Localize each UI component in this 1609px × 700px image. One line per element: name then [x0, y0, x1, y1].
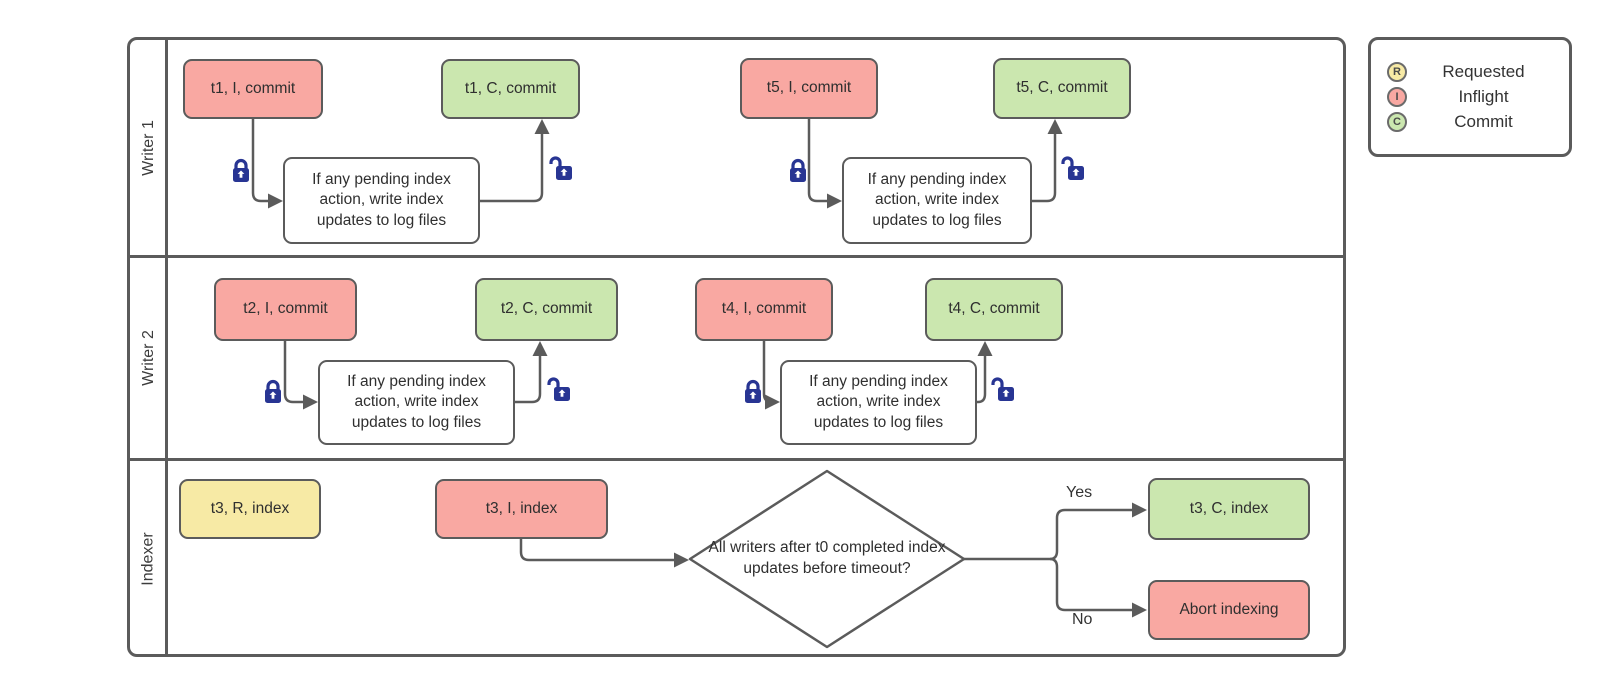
branch-label-no: No	[1072, 611, 1093, 628]
node-t1-inflight: t1, I, commit	[183, 59, 323, 119]
lane-divider-1	[130, 255, 1343, 258]
lock-closed-icon	[786, 156, 810, 184]
node-abort-indexing: Abort indexing	[1148, 580, 1310, 640]
node-t2-inflight: t2, I, commit	[214, 278, 357, 341]
lane-label-indexer: Indexer	[140, 532, 157, 586]
node-t4-process-note: If any pending index action, write index…	[780, 360, 977, 445]
inflight-state-icon: I	[1387, 87, 1407, 107]
node-t5-process-note: If any pending index action, write index…	[842, 157, 1032, 244]
decision-text: All writers after t0 completed index upd…	[708, 539, 946, 577]
node-t4-inflight: t4, I, commit	[695, 278, 833, 341]
commit-state-icon: C	[1387, 112, 1407, 132]
node-t3-inflight: t3, I, index	[435, 479, 608, 539]
node-t5-commit: t5, C, commit	[993, 58, 1131, 119]
lane-label-writer2: Writer 2	[140, 330, 157, 386]
legend: R Requested I Inflight C Commit	[1368, 37, 1572, 157]
lock-open-icon	[1060, 154, 1084, 182]
node-t3-requested: t3, R, index	[179, 479, 321, 539]
legend-label: Requested	[1442, 62, 1525, 81]
lane-label-column	[130, 40, 168, 654]
legend-item-commit: C Commit	[1387, 112, 1555, 132]
requested-state-icon: R	[1387, 62, 1407, 82]
lane-label-writer1: Writer 1	[140, 119, 157, 176]
lock-closed-icon	[261, 377, 285, 405]
swimlane-container: Writer 1 Writer 2 Indexer	[127, 37, 1346, 657]
legend-label: Inflight	[1458, 87, 1509, 106]
lock-closed-icon	[741, 377, 765, 405]
legend-item-requested: R Requested	[1387, 62, 1555, 82]
node-t1-commit: t1, C, commit	[441, 59, 580, 119]
node-t1-process-note: If any pending index action, write index…	[283, 157, 480, 244]
lock-open-icon	[990, 375, 1014, 403]
lock-open-icon	[546, 375, 570, 403]
legend-label: Commit	[1454, 112, 1513, 131]
lane-divider-2	[130, 458, 1343, 461]
node-t2-commit: t2, C, commit	[475, 278, 618, 341]
branch-label-yes: Yes	[1066, 484, 1093, 501]
node-t5-inflight: t5, I, commit	[740, 58, 878, 119]
lock-closed-icon	[229, 156, 253, 184]
legend-item-inflight: I Inflight	[1387, 87, 1555, 107]
node-t4-commit: t4, C, commit	[925, 278, 1063, 341]
node-t2-process-note: If any pending index action, write index…	[318, 360, 515, 445]
node-t3-commit: t3, C, index	[1148, 478, 1310, 540]
lock-open-icon	[548, 154, 572, 182]
